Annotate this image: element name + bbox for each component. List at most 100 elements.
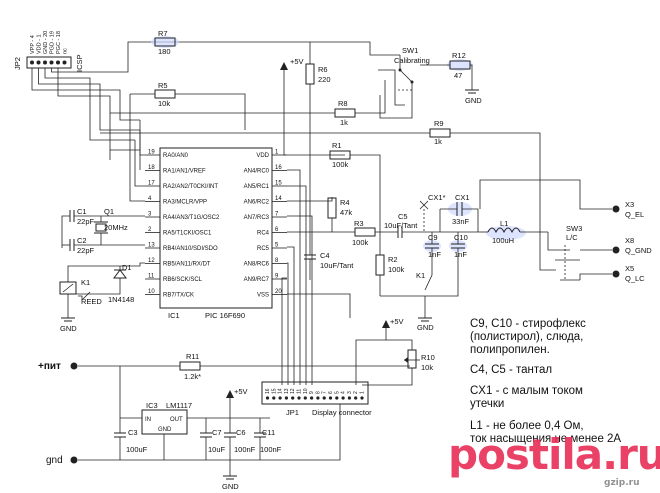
resistor-r9: R9 1k: [100, 119, 541, 225]
jp1-pin-dot: [278, 396, 282, 400]
r11-ref: R11: [186, 352, 199, 361]
jp1-pin-dot: [265, 396, 270, 400]
x5-name: Q_LC: [625, 274, 645, 283]
ic1-right-pin-num: 9: [275, 274, 279, 280]
c11-ref: C11: [262, 428, 275, 437]
resistor-r2: R2 100k: [375, 254, 405, 296]
ic3-val: LM1117: [166, 401, 192, 410]
jp1-pin-dot: [291, 396, 295, 400]
crystal-q1: Q1 20MHz: [94, 207, 128, 245]
jp1-pin-dot: [360, 396, 364, 400]
icsp-pin-4: PGD - 19: [50, 31, 56, 54]
capacitor-c10: C10 1nF: [449, 232, 468, 262]
r12-ref: R12: [452, 51, 466, 60]
ic1-right-pin-num: 16: [275, 165, 282, 171]
ic1-left-pin-num: 17: [148, 181, 155, 187]
jp1-pin-num: 16: [265, 388, 271, 394]
regulator-ic3: IC3 LM1117 IN OUT GND: [141, 401, 270, 460]
jp1-pin-dot: [297, 396, 301, 400]
ic1-right-pin-name: RC5: [257, 246, 270, 252]
q1-ref: Q1: [104, 207, 114, 216]
ic3-out: OUT: [170, 417, 183, 423]
capacitor-cx1-star: CX1*: [419, 193, 446, 232]
sw3-val: L/C: [566, 233, 578, 242]
c5-ref: C5: [398, 212, 408, 221]
ground-bus: gnd GND: [46, 404, 341, 491]
ic1-right-pin-num: 20: [275, 289, 282, 295]
ic1-left-pin-num: 3: [148, 212, 152, 218]
c3-val: 100uF: [126, 445, 148, 454]
jp1-pin-dot: [328, 396, 333, 400]
jp1-pin-num: 3: [347, 391, 353, 394]
icsp-pin-2: VDD - 1: [37, 34, 43, 54]
capacitor-c2: C2 22pF: [62, 236, 145, 255]
sw1-ref: SW1: [402, 46, 418, 55]
resistor-r5: R5 10k: [130, 81, 246, 130]
jp1-pin-dot: [303, 396, 307, 400]
x5-ref: X5: [625, 264, 634, 273]
capacitor-c3: C3 100uF: [114, 418, 148, 460]
c10-ref: C10: [454, 233, 468, 242]
r5-ref: R5: [158, 81, 168, 90]
r2-val: 100k: [388, 265, 405, 274]
jp1-pin-num: 12: [290, 388, 296, 394]
icsp-ref: JP2: [13, 57, 22, 70]
x3-name: Q_EL: [625, 210, 644, 219]
resistor-r4: R4 47k: [327, 197, 352, 232]
jp1-pin-num: 6: [328, 391, 334, 394]
jp1-pin-num: 4: [341, 391, 347, 394]
jp1-pin-num: 11: [297, 389, 303, 394]
ic1-right-pin-num: 1: [275, 150, 279, 156]
ic1-left-pin-num: 4: [148, 196, 152, 202]
x8-ref: X8: [625, 236, 634, 245]
vcc-display: +5V: [355, 317, 413, 385]
ic1-right-pin-name: RC4: [257, 231, 270, 237]
q1-val: 20MHz: [104, 223, 128, 232]
capacitor-c11: C11 100nF: [254, 418, 282, 460]
ic1-right-wires: [281, 154, 355, 385]
output-x3: X3 Q_EL: [479, 179, 644, 219]
ic1-right-pins: 1VDD16AN4/RC015AN5/RC114AN6/RC27AN7/RC36…: [244, 150, 287, 299]
c2-val: 22pF: [77, 246, 95, 255]
vcc-top-label: +5V: [290, 57, 304, 66]
ic1-right-pin-name: AN9/RC7: [244, 277, 270, 283]
ic1-right-pin-num: 14: [275, 196, 282, 202]
k1-ref: K1: [81, 278, 90, 287]
c7-val: 10uF: [208, 445, 226, 454]
resistor-r8: R8 1k: [110, 80, 386, 127]
capacitor-c4: C4 10uF/Tant: [304, 251, 354, 280]
c10-val: 1nF: [454, 250, 467, 259]
ic1-left-wires: [109, 94, 145, 202]
jp1-pin-num: 10: [303, 388, 309, 394]
d1-val: 1N4148: [108, 295, 134, 304]
r8-ref: R8: [338, 99, 348, 108]
note-l1: L1 - не более 0,4 Ом, ток насыщения не м…: [470, 420, 622, 445]
k1b-ref: K1: [416, 271, 425, 280]
ic1-right-pin-name: VDD: [256, 153, 269, 159]
ic1-left-pin-name: RA4/AN3/T1G/OSC2: [163, 215, 220, 221]
ic1-right-pin-name: AN8/RC6: [244, 262, 270, 268]
r10-ref: R10: [421, 353, 435, 362]
r6-val: 220: [318, 75, 331, 84]
icsp-pin-5: PGC - 18: [56, 31, 62, 54]
jp1-pin-dot: [284, 396, 288, 400]
gnd-label-k1-relay: GND: [60, 324, 77, 333]
ic1-left-pin-num: 12: [148, 258, 155, 264]
icsp-pin-1: VPP - 4: [30, 35, 36, 54]
ic1-left-pin-num: 18: [148, 165, 155, 171]
output-x8: X8 Q_GND: [580, 236, 652, 255]
capacitor-c9: C9 1nF: [423, 232, 441, 262]
ic1-right-pin-num: 8: [275, 258, 279, 264]
k1-val: REED: [81, 297, 102, 306]
ic1-left-pin-name: RB7/TX/CK: [163, 293, 194, 299]
ic1-left-pin-name: RA5/T1CKI/OSC1: [163, 231, 212, 237]
switch-sw1: SW1 Calibrating: [378, 46, 430, 119]
ic1-left-pin-num: 2: [148, 227, 152, 233]
resistor-r3: R3 100k: [352, 219, 398, 247]
r9-ref: R9: [434, 119, 444, 128]
capacitor-cx1: CX1 33nF: [439, 193, 479, 232]
sw1-val: Calibrating: [394, 56, 430, 65]
r3-val: 100k: [352, 238, 369, 247]
c1-val: 22pF: [77, 217, 95, 226]
